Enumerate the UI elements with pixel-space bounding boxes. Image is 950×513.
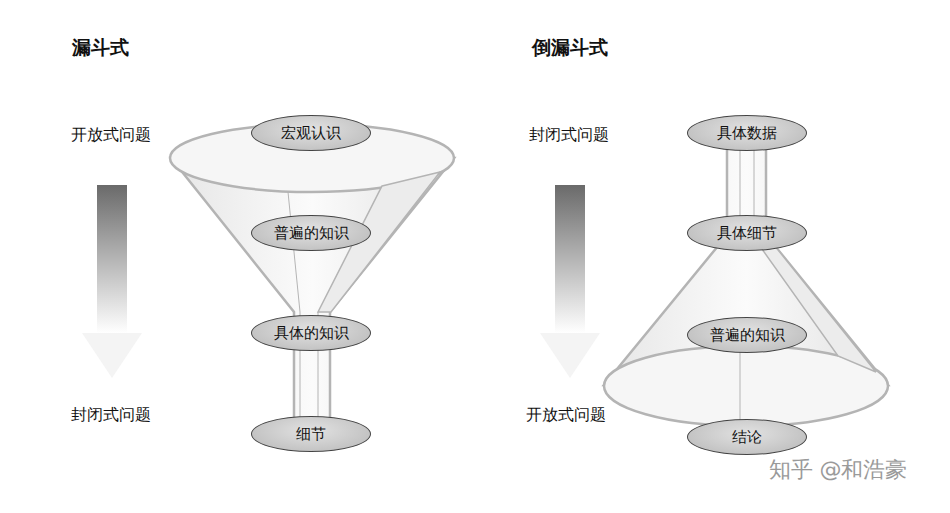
ellipse-node: 普遍的知识 <box>251 215 371 251</box>
node-text: 普遍的知识 <box>710 326 785 345</box>
axis-label: 封闭式问题 <box>71 405 151 426</box>
node-text: 具体的知识 <box>274 324 349 343</box>
node-text: 细节 <box>296 425 326 444</box>
funnel <box>170 124 454 420</box>
node-text: 结论 <box>732 428 762 447</box>
ellipse-node: 结论 <box>687 419 807 455</box>
axis-label: 封闭式问题 <box>529 125 609 146</box>
ellipse-node: 具体数据 <box>687 115 807 151</box>
heading: 倒漏斗式 <box>532 35 608 61</box>
node-text: 具体数据 <box>717 124 777 143</box>
ellipse-node: 细节 <box>251 416 371 452</box>
inverted-funnel <box>604 130 888 426</box>
ellipse-node: 普遍的知识 <box>687 317 807 353</box>
ellipse-node: 具体的知识 <box>251 315 371 351</box>
ellipse-node: 宏观认识 <box>251 115 371 151</box>
node-text: 普遍的知识 <box>274 224 349 243</box>
down-arrow <box>540 185 600 378</box>
axis-label: 开放式问题 <box>526 405 606 426</box>
axis-label: 开放式问题 <box>71 125 151 146</box>
node-text: 宏观认识 <box>281 124 341 143</box>
ellipse-node: 具体细节 <box>687 215 807 251</box>
down-arrow <box>82 185 142 378</box>
node-text: 具体细节 <box>717 224 777 243</box>
watermark: 知乎 @和浩豪 <box>769 455 908 485</box>
heading: 漏斗式 <box>72 35 129 61</box>
